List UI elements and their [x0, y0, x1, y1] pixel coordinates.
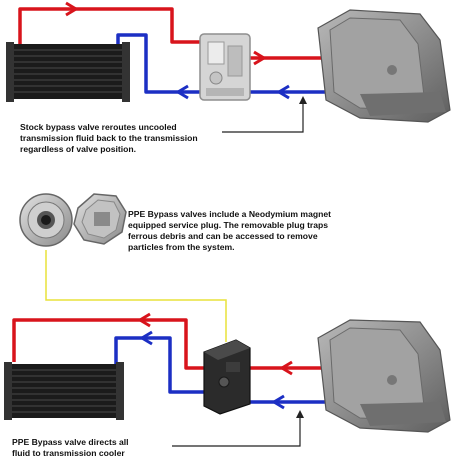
- bottom-hot-arrow-left: [139, 312, 151, 328]
- stock-bypass-valve: [199, 33, 251, 101]
- plug-leader-line: [45, 250, 227, 342]
- hex-service-plug-icon: [73, 193, 127, 245]
- caption-line: ferrous debris and can be accessed to re…: [128, 231, 318, 241]
- ppe-bypass-valve: [203, 339, 251, 415]
- bottom-cool-arrow-1: [141, 330, 153, 346]
- bottom-transmission-cooler: [4, 362, 124, 420]
- top-panel: [6, 1, 451, 133]
- caption-line: transmission fluid back to the transmiss…: [20, 133, 198, 143]
- caption-line: Stock bypass valve reroutes uncooled: [20, 122, 177, 132]
- bottom-pointer-arrowhead: [296, 410, 304, 418]
- top-cool-arrow-2: [278, 84, 290, 100]
- top-hot-arrow-transmission: [253, 50, 265, 66]
- plug-caption: PPE Bypass valves include a Neodymium ma…: [128, 209, 331, 253]
- caption-line: equipped service plug. The removable plu…: [128, 220, 329, 230]
- bottom-caption: PPE Bypass valve directs all fluid to tr…: [12, 437, 129, 459]
- plug-panel: [19, 193, 227, 342]
- caption-line: PPE Bypass valves include a Neodymium ma…: [128, 209, 331, 219]
- bottom-hot-arrow-right: [281, 360, 293, 376]
- top-hot-arrow-left: [65, 1, 77, 17]
- bottom-cool-line: [114, 336, 325, 404]
- caption-line: fluid to transmission cooler: [12, 448, 125, 458]
- caption-line: PPE Bypass valve directs all: [12, 437, 129, 447]
- top-caption: Stock bypass valve reroutes uncooled tra…: [20, 122, 198, 155]
- bottom-panel: [4, 312, 451, 447]
- bottom-pointer-line: [172, 412, 301, 447]
- bottom-cool-arrow-2: [273, 394, 285, 410]
- caption-line: regardless of valve position.: [20, 144, 137, 154]
- caption-line: particles from the system.: [128, 242, 235, 252]
- top-transmission-cooler: [6, 42, 130, 102]
- top-pointer-line: [222, 98, 304, 133]
- magnet-service-plug-icon: [19, 193, 73, 247]
- top-cool-arrow-1: [177, 84, 189, 100]
- top-transmission: [317, 9, 451, 123]
- top-pointer-arrowhead: [299, 96, 307, 104]
- bottom-transmission: [317, 319, 451, 433]
